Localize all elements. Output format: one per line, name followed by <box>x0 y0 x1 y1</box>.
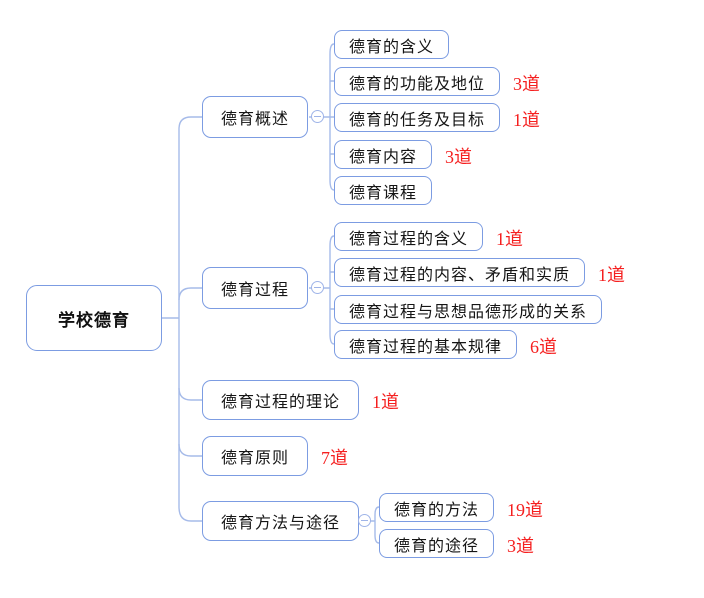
collapse-minus-icon <box>361 520 368 521</box>
child-node-process-content-contradiction[interactable]: 德育过程的内容、矛盾和实质 <box>334 258 586 287</box>
question-count: 1道 <box>513 109 541 130</box>
child-node-paths[interactable]: 德育的途径 <box>379 529 495 558</box>
root-node[interactable]: 学校德育 <box>26 285 162 351</box>
child-node-process-ideology-relation[interactable]: 德育过程与思想品德形成的关系 <box>334 295 603 324</box>
question-count: 1道 <box>496 228 524 249</box>
question-count: 1道 <box>598 264 626 285</box>
collapse-minus-icon <box>314 287 321 288</box>
question-count: 1道 <box>372 392 400 412</box>
question-count: 3道 <box>445 146 473 167</box>
question-count: 19道 <box>507 499 544 520</box>
branch-node-process[interactable]: 德育过程 <box>202 267 309 309</box>
branch-node-process-theory[interactable]: 德育过程的理论 <box>202 380 360 420</box>
branch-node-overview[interactable]: 德育概述 <box>202 96 309 138</box>
branch-node-principles[interactable]: 德育原则 <box>202 436 309 476</box>
collapse-toggle[interactable] <box>358 514 371 527</box>
branch-node-methods-paths[interactable]: 德育方法与途径 <box>202 501 360 541</box>
child-node-tasks-goals[interactable]: 德育的任务及目标 <box>334 103 501 132</box>
child-node-meaning[interactable]: 德育的含义 <box>334 30 450 59</box>
child-node-process-meaning[interactable]: 德育过程的含义 <box>334 222 484 251</box>
child-node-methods[interactable]: 德育的方法 <box>379 493 495 522</box>
child-node-content[interactable]: 德育内容 <box>334 140 433 169</box>
collapse-minus-icon <box>314 116 321 117</box>
question-count: 6道 <box>530 336 558 357</box>
child-node-function-status[interactable]: 德育的功能及地位 <box>334 67 501 96</box>
question-count: 7道 <box>321 448 349 468</box>
collapse-toggle[interactable] <box>311 281 324 294</box>
child-node-curriculum[interactable]: 德育课程 <box>334 176 433 205</box>
collapse-toggle[interactable] <box>311 110 324 123</box>
question-count: 3道 <box>513 73 541 94</box>
child-node-process-basic-rules[interactable]: 德育过程的基本规律 <box>334 330 518 359</box>
question-count: 3道 <box>507 535 535 556</box>
